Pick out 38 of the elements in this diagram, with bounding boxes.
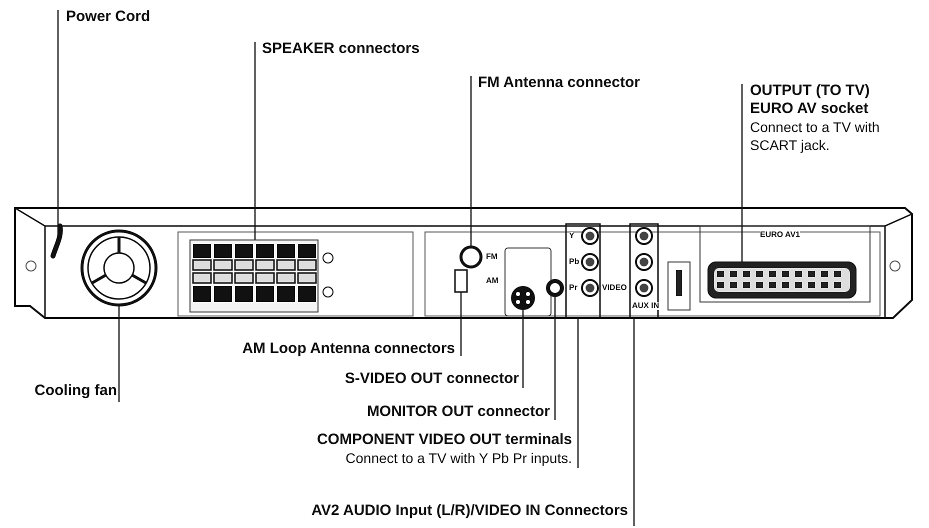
callout-label: MONITOR OUT connector (366, 403, 550, 421)
fm-antenna-jack (460, 246, 482, 268)
leader-line (577, 318, 579, 468)
s-video-jack (511, 286, 535, 310)
monitor-out-jack (546, 279, 564, 297)
leader-line (470, 76, 472, 246)
leader-line (460, 292, 462, 356)
panel-marking: Pb (569, 258, 580, 266)
panel-marking: Pr (569, 284, 578, 292)
leader-line (633, 318, 635, 526)
panel-marking: AUX IN (632, 302, 660, 310)
component-video-jacks (565, 223, 601, 319)
callout-label: SPEAKER connectors (262, 40, 420, 58)
leader-line (741, 84, 743, 262)
leader-line (522, 310, 524, 388)
callout-note: Connect to a TV with SCART jack. (750, 118, 881, 154)
panel-marking: VIDEO (602, 284, 627, 292)
panel-marking: FM (486, 253, 498, 261)
scart-socket (708, 262, 856, 298)
callout-note: Connect to a TV with Y Pb Pr inputs. (346, 449, 572, 467)
callout-label: S-VIDEO OUT connector (344, 370, 519, 388)
callout-label: Power Cord (66, 8, 150, 26)
callout-label: AM Loop Antenna connectors (242, 340, 455, 358)
panel-marking: AM (486, 277, 498, 285)
callout-label: FM Antenna connector (478, 74, 640, 92)
callout-label: Cooling fan (34, 382, 117, 400)
callout-label: COMPONENT VIDEO OUT terminals (316, 431, 572, 449)
power-cord (50, 224, 63, 258)
callout-label: AV2 AUDIO Input (L/R)/VIDEO IN Connectors (311, 502, 628, 520)
panel-marking: Y (569, 232, 574, 240)
cooling-fan (80, 230, 158, 306)
panel-marking: EURO AV1 (760, 231, 800, 239)
am-antenna-terminal (454, 269, 468, 293)
speaker-terminals (190, 240, 318, 312)
leader-line (118, 305, 120, 402)
av2-input-jacks (629, 223, 659, 319)
callout-label: OUTPUT (TO TV) EURO AV socket (750, 82, 871, 118)
leader-line (254, 42, 256, 240)
